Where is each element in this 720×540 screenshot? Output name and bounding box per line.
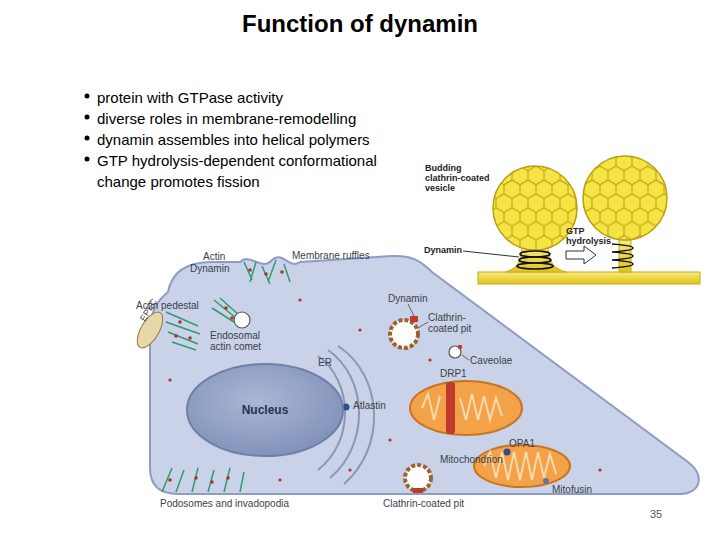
mitofusin-mark	[543, 478, 549, 484]
clathrin-coated-pit	[390, 304, 428, 348]
cell-body	[150, 256, 699, 494]
clathrin-coated-pit	[405, 465, 431, 491]
dynamin-dot	[210, 480, 214, 484]
vesicle-fission-illustration	[463, 251, 519, 257]
drp1-ring	[446, 382, 455, 434]
actin-filament	[244, 260, 290, 284]
node-label: Nucleus	[242, 403, 289, 417]
opa1-mark	[504, 449, 511, 456]
dynamin-dot	[598, 468, 601, 471]
part-label: DRP1	[440, 368, 467, 379]
dynamin-dot	[168, 478, 172, 482]
vesicle-fission-illustration	[566, 246, 596, 264]
vesicle-fission-illustration	[478, 272, 700, 284]
opa1-mark	[504, 449, 511, 456]
nucleus-shape: Nucleus	[185, 362, 345, 458]
dynamin-dot	[178, 320, 182, 324]
part-label: Mitofusin	[552, 484, 592, 495]
vesicle-fission-illustration	[520, 251, 550, 257]
part-label: Atlastin	[353, 400, 386, 411]
vesicle-fission-illustration	[583, 156, 667, 240]
part-label: Budding clathrin-coated vesicle	[425, 163, 495, 193]
dynamin-dot	[280, 270, 284, 274]
dynamin-dot	[348, 468, 351, 471]
part-label: Endosomal actin comet	[210, 330, 272, 352]
nucleus-outline	[187, 364, 343, 456]
actin-filament	[166, 312, 200, 350]
dynamin-dot	[298, 298, 301, 301]
part-label: Podosomes and invadopodia	[160, 498, 289, 509]
clathrin-coated-pit	[418, 322, 428, 328]
slide-title: Function of dynamin	[0, 10, 720, 38]
dynamin-dot	[230, 316, 234, 320]
bullet-dot	[85, 94, 90, 162]
caveolae	[449, 345, 469, 360]
part-label: OPA1	[509, 438, 535, 449]
part-label: Actin	[203, 251, 225, 262]
dynamin-dot	[358, 328, 361, 331]
cell-body	[150, 256, 699, 494]
endosome	[234, 312, 250, 328]
vesicle-fission-illustration	[517, 263, 553, 269]
dynamin-dot	[168, 378, 171, 381]
bullet-text: dynamin assembles into helical polymers	[97, 129, 370, 150]
dynamin-dot	[226, 476, 230, 480]
page-number: 35	[650, 508, 662, 520]
bullet-dot	[85, 115, 90, 120]
clathrin-coated-pit	[408, 304, 414, 316]
endosome	[234, 312, 250, 328]
bullet-text: protein with GTPase activity	[97, 87, 283, 108]
part-label: Dynamin	[424, 245, 462, 255]
vesicle-fission-illustration	[612, 244, 633, 268]
part-label: GTP hydrolysis	[566, 226, 612, 246]
drp1-ring	[446, 382, 455, 434]
caveolae	[458, 345, 462, 349]
dynamin-dot	[188, 336, 192, 340]
part-label: Mitochondrion	[440, 454, 503, 465]
bullet-text: GTP hydrolysis-dependent conformational …	[97, 150, 409, 192]
part-label: Clathrin-coated pit	[383, 498, 464, 509]
dynamin-dot	[174, 334, 178, 338]
dynamin-dot	[388, 438, 391, 441]
vesicle-fission-illustration	[517, 251, 553, 269]
mitofusin-mark	[543, 478, 549, 484]
clathrin-coated-pit	[413, 488, 423, 493]
dynamin-dot	[224, 306, 228, 310]
vesicle-fission-illustration	[493, 166, 577, 250]
dynamin-dot	[248, 268, 252, 272]
actin-filament	[162, 468, 244, 492]
mitochondrion	[410, 381, 522, 435]
bullet-dot	[85, 94, 90, 99]
mitochondrion	[410, 381, 570, 487]
clathrin-coated-pit	[390, 320, 418, 348]
dynamin-dot	[194, 476, 198, 480]
mitochondrion	[422, 394, 502, 420]
bullet-dot	[85, 157, 90, 162]
dynamin-dot	[264, 272, 268, 276]
part-label: Caveolae	[470, 355, 512, 366]
dynamin-dot	[278, 478, 281, 481]
clathrin-coated-pit	[410, 316, 418, 322]
dynamin-dot	[428, 358, 431, 361]
bullet-text: diverse roles in membrane-remodelling	[97, 108, 356, 129]
bullet-dot	[85, 136, 90, 141]
vesicle-fission-illustration	[519, 257, 551, 263]
part-label: Clathrin-coated pit	[428, 312, 488, 334]
part-label: Membrane ruffles	[292, 250, 370, 261]
part-label: Dynamin	[388, 293, 427, 304]
caveolae	[462, 355, 469, 360]
clathrin-coated-pit	[405, 465, 431, 493]
mitochondrion	[474, 445, 570, 487]
part-label: ER	[318, 357, 332, 368]
vesicle-fission-illustration	[463, 156, 700, 284]
part-label: Dynamin	[190, 263, 229, 274]
